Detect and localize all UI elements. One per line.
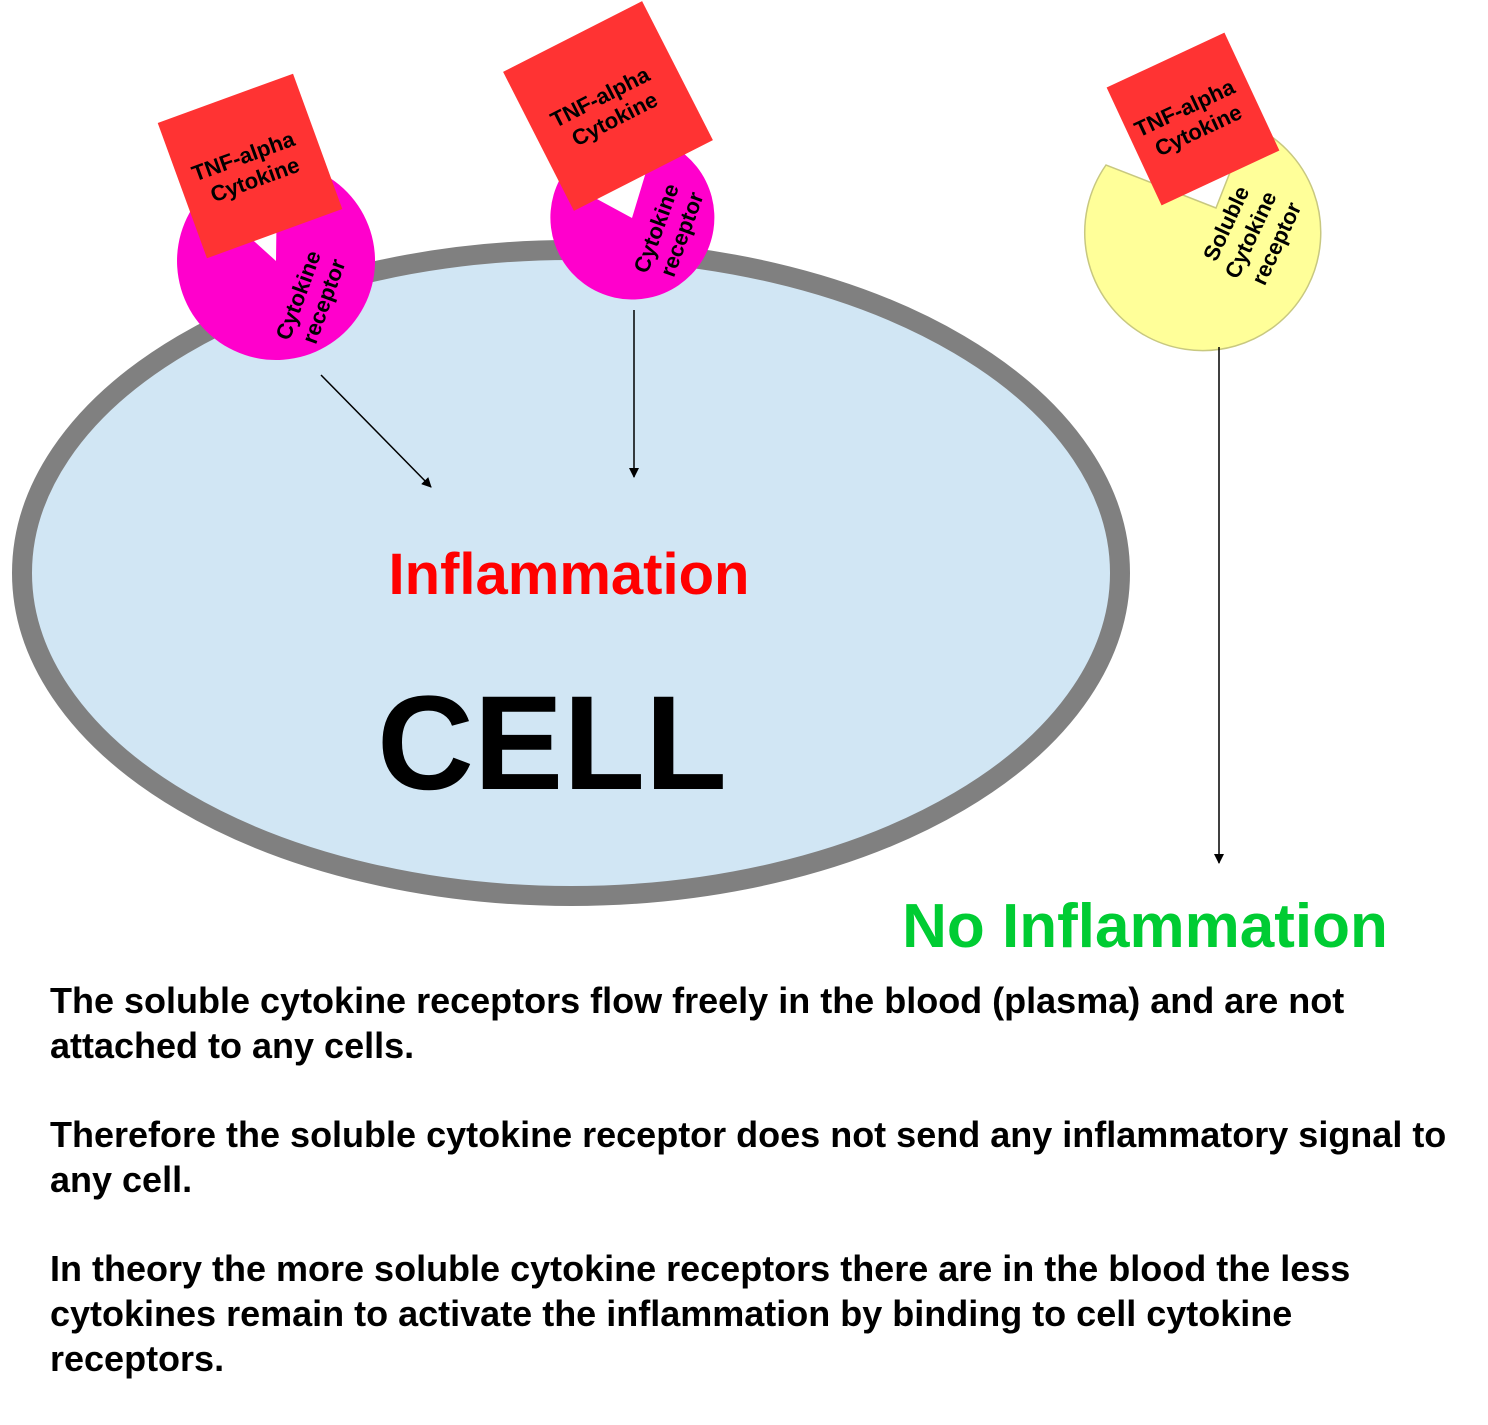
- explanation-paragraph-2: Therefore the soluble cytokine receptor …: [50, 1114, 1447, 1200]
- receptor-shape: [550, 139, 715, 300]
- explanation-paragraph-3: In theory the more soluble cytokine rece…: [50, 1248, 1351, 1379]
- soluble-receptor-shape: [1083, 123, 1322, 352]
- cell-receptor-2: Cytokine receptor: [550, 139, 715, 300]
- inflammation-label: Inflammation: [389, 542, 750, 607]
- signal-arrow-1: [320, 374, 432, 488]
- explanation-text: The soluble cytokine receptors flow free…: [50, 978, 1470, 1425]
- cytokine-square: [157, 73, 343, 259]
- cytokine-diagram: Cytokine receptor TNF-alpha Cytokine Cyt…: [12, 1, 1388, 961]
- no-inflammation-label: No Inflammation: [902, 892, 1388, 961]
- cytokine-square: [503, 1, 713, 211]
- explanation-paragraph-1: The soluble cytokine receptors flow free…: [50, 980, 1345, 1066]
- cytokine-2: TNF-alpha Cytokine: [503, 1, 713, 211]
- cytokine-3: TNF-alpha Cytokine: [1106, 32, 1280, 206]
- soluble-receptor: Soluble Cytokine receptor: [1083, 123, 1322, 352]
- cytokine-square: [1106, 32, 1280, 206]
- cell-label: CELL: [377, 669, 727, 818]
- cytokine-1: TNF-alpha Cytokine: [157, 73, 343, 259]
